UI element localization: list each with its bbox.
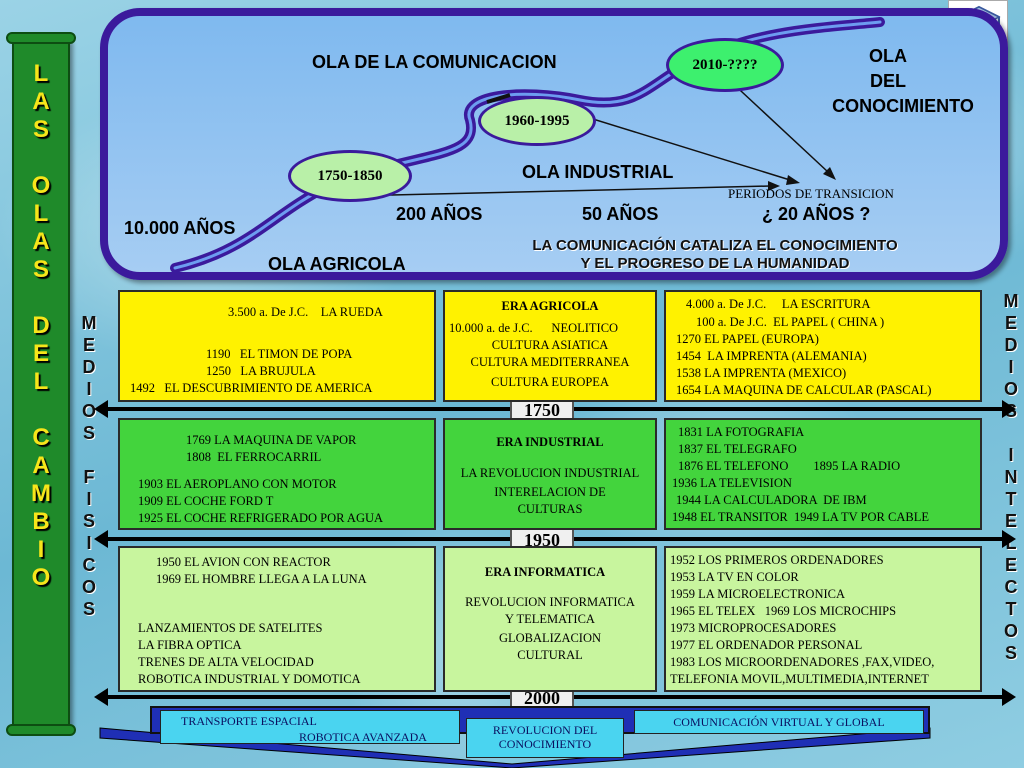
bottom-comunicacion: COMUNICACIÓN VIRTUAL Y GLOBAL xyxy=(673,715,885,729)
row1-right-line: 1270 EL PAPEL (EUROPA) xyxy=(676,332,819,346)
row1-center-line: CULTURA MEDITERRANEA xyxy=(470,355,630,369)
label-20-anos: ¿ 20 AÑOS ? xyxy=(762,204,871,224)
row3-right-line: 1952 LOS PRIMEROS ORDENADORES xyxy=(670,553,884,567)
row2-center-box: ERA INDUSTRIAL LA REVOLUCION INDUSTRIAL … xyxy=(443,418,657,530)
row1-right-line: 1538 LA IMPRENTA (MEXICO) xyxy=(676,366,847,380)
ellipse-2010-label: 2010-???? xyxy=(692,56,758,73)
row3-center-line: REVOLUCION INFORMATICA xyxy=(465,595,635,609)
row2-right-line: 1948 EL TRANSITOR 1949 LA TV POR CABLE xyxy=(672,510,929,524)
row2-left-line: 1925 EL COCHE REFRIGERADO POR AGUA xyxy=(138,511,384,525)
ellipse-1960-label: 1960-1995 xyxy=(504,112,570,129)
bottom-revolucion-2: CONOCIMIENTO xyxy=(498,737,592,751)
label-ola-conocimiento-3: CONOCIMIENTO xyxy=(832,96,974,116)
row1-left-line: 1190 EL TIMON DE POPA xyxy=(206,347,353,361)
bottom-right-box: COMUNICACIÓN VIRTUAL Y GLOBAL xyxy=(634,710,924,734)
main-title-vertical: L A S O L A S D E L C A M B I O xyxy=(31,60,51,591)
row2-left-line: 1769 LA MAQUINA DE VAPOR xyxy=(186,433,357,447)
row3-right-line: 1959 LA MICROELECTRONICA xyxy=(670,587,845,601)
row3-left-box: 1950 EL AVION CON REACTOR 1969 EL HOMBRE… xyxy=(118,546,436,692)
row2-center-line: LA REVOLUCION INDUSTRIAL xyxy=(460,466,640,480)
cataliza-text: LA COMUNICACIÓN CATALIZA EL CONOCIMIENTO… xyxy=(440,237,990,273)
row1-center-title: ERA AGRICOLA xyxy=(501,299,599,313)
row3-right-box: 1952 LOS PRIMEROS ORDENADORES 1953 LA TV… xyxy=(664,546,982,692)
row3-right-line: 1983 LOS MICROORDENADORES ,FAX,VIDEO, xyxy=(670,655,935,669)
row3-center-box: ERA INFORMATICA REVOLUCION INFORMATICA Y… xyxy=(443,546,657,692)
row3-left-line: LA FIBRA OPTICA xyxy=(138,638,242,652)
bottom-transporte: TRANSPORTE ESPACIAL xyxy=(181,714,317,728)
ellipse-1750-1850: 1750-1850 xyxy=(288,150,412,202)
row1-center-line: 10.000 a. de J.C. NEOLITICO xyxy=(449,321,619,335)
label-200-anos: 200 AÑOS xyxy=(396,204,483,224)
row2-right-line: 1837 EL TELEGRAFO xyxy=(678,442,797,456)
row3-center-title: ERA INFORMATICA xyxy=(484,565,606,579)
row2-right-line: 1876 EL TELEFONO 1895 LA RADIO xyxy=(678,459,901,473)
row3-left-line: LANZAMIENTOS DE SATELITES xyxy=(138,621,323,635)
row2-center-line: CULTURAS xyxy=(517,502,583,516)
row2-left-box: 1769 LA MAQUINA DE VAPOR 1808 EL FERROCA… xyxy=(118,418,436,530)
medios-fisicos-label: M E D I O S F I S I C O S xyxy=(81,313,97,619)
label-ola-conocimiento: OLA DEL CONOCIMIENTO xyxy=(808,44,998,119)
row3-right-line: 1965 EL TELEX 1969 LOS MICROCHIPS xyxy=(670,604,897,618)
row1-center-box: ERA AGRICOLA 10.000 a. de J.C. NEOLITICO… xyxy=(443,290,657,402)
cataliza-line-1: LA COMUNICACIÓN CATALIZA EL CONOCIMIENTO xyxy=(532,237,898,254)
bottom-arrow-shape xyxy=(99,727,931,768)
row1-right-line: 1654 LA MAQUINA DE CALCULAR (PASCAL) xyxy=(676,383,932,397)
row1-left-box: 3.500 a. De J.C. LA RUEDA 1190 EL TIMON … xyxy=(118,290,436,402)
row3-left-line: 1950 EL AVION CON REACTOR xyxy=(156,555,331,569)
title-bar-top-roll xyxy=(6,32,76,44)
bottom-left-box: TRANSPORTE ESPACIAL ROBOTICA AVANZADA xyxy=(160,710,460,744)
row2-right-line: 1831 LA FOTOGRAFIA xyxy=(678,425,805,439)
label-ola-comunicacion: OLA DE LA COMUNICACION xyxy=(312,52,557,72)
row3-left-line: 1969 EL HOMBRE LLEGA A LA LUNA xyxy=(156,572,367,586)
row2-left-line: 1903 EL AEROPLANO CON MOTOR xyxy=(138,477,337,491)
label-ola-agricola: OLA AGRICOLA xyxy=(268,254,406,274)
title-bar-bottom-roll xyxy=(6,724,76,736)
label-periodos-transicion: PERIODOS DE TRANSICION xyxy=(728,186,894,201)
row1-left-line: 3.500 a. De J.C. LA RUEDA xyxy=(228,305,383,319)
row3-right-line: 1977 EL ORDENADOR PERSONAL xyxy=(670,638,863,652)
row3-center-line: CULTURAL xyxy=(517,648,583,662)
row1-left-line: 1492 EL DESCUBRIMIENTO DE AMERICA xyxy=(130,381,373,395)
ellipse-1750-label: 1750-1850 xyxy=(317,167,383,184)
row2-center-line: INTERELACION DE xyxy=(494,485,606,499)
label-ola-conocimiento-2: DEL xyxy=(870,71,906,91)
row3-center-line: Y TELEMATICA xyxy=(505,612,595,626)
label-ola-conocimiento-1: OLA xyxy=(869,46,907,66)
medios-intelectos-label: M E D I O S I N T E L E C T O S xyxy=(1003,291,1019,663)
label-50-anos: 50 AÑOS xyxy=(582,204,659,224)
row1-right-line: 1454 LA IMPRENTA (ALEMANIA) xyxy=(676,349,867,363)
title-bar xyxy=(12,38,70,728)
row3-right-line: TELEFONIA MOVIL,MULTIMEDIA,INTERNET xyxy=(670,672,929,686)
ellipse-1960-1995: 1960-1995 xyxy=(478,96,596,146)
bottom-robotica: ROBOTICA AVANZADA xyxy=(299,730,427,744)
row2-left-line: 1909 EL COCHE FORD T xyxy=(138,494,274,508)
row1-center-line: CULTURA ASIATICA xyxy=(491,338,609,352)
arrow-3 xyxy=(726,77,829,173)
row3-right-line: 1973 MICROPROCESADORES xyxy=(670,621,837,635)
row2-right-line: 1944 LA CALCULADORA DE IBM xyxy=(676,493,867,507)
row1-right-line: 4.000 a. De J.C. LA ESCRITURA xyxy=(686,297,871,311)
wave-marker xyxy=(486,93,511,104)
ellipse-2010: 2010-???? xyxy=(666,38,784,92)
row3-left-line: ROBOTICA INDUSTRIAL Y DOMOTICA xyxy=(138,672,361,686)
row2-center-title: ERA INDUSTRIAL xyxy=(496,435,604,449)
bottom-center-box: REVOLUCION DEL CONOCIMIENTO xyxy=(466,718,624,758)
row2-right-box: 1831 LA FOTOGRAFIA 1837 EL TELEGRAFO 187… xyxy=(664,418,982,530)
bottom-revolucion-1: REVOLUCION DEL xyxy=(492,723,598,737)
row2-right-line: 1936 LA TELEVISION xyxy=(672,476,792,490)
row1-right-line: 100 a. De J.C. EL PAPEL ( CHINA ) xyxy=(696,315,885,329)
cataliza-line-2: Y EL PROGRESO DE LA HUMANIDAD xyxy=(580,255,850,272)
row1-right-box: 4.000 a. De J.C. LA ESCRITURA 100 a. De … xyxy=(664,290,982,402)
row1-left-line: 1250 LA BRUJULA xyxy=(206,364,316,378)
row2-left-line: 1808 EL FERROCARRIL xyxy=(186,450,322,464)
row1-center-line: CULTURA EUROPEA xyxy=(491,375,609,389)
row3-left-line: TRENES DE ALTA VELOCIDAD xyxy=(138,655,314,669)
label-ola-industrial: OLA INDUSTRIAL xyxy=(522,162,674,182)
row3-center-line: GLOBALIZACION xyxy=(498,631,602,645)
label-10000-anos: 10.000 AÑOS xyxy=(124,218,236,238)
arrow-1 xyxy=(349,185,771,197)
row3-right-line: 1953 LA TV EN COLOR xyxy=(670,570,799,584)
